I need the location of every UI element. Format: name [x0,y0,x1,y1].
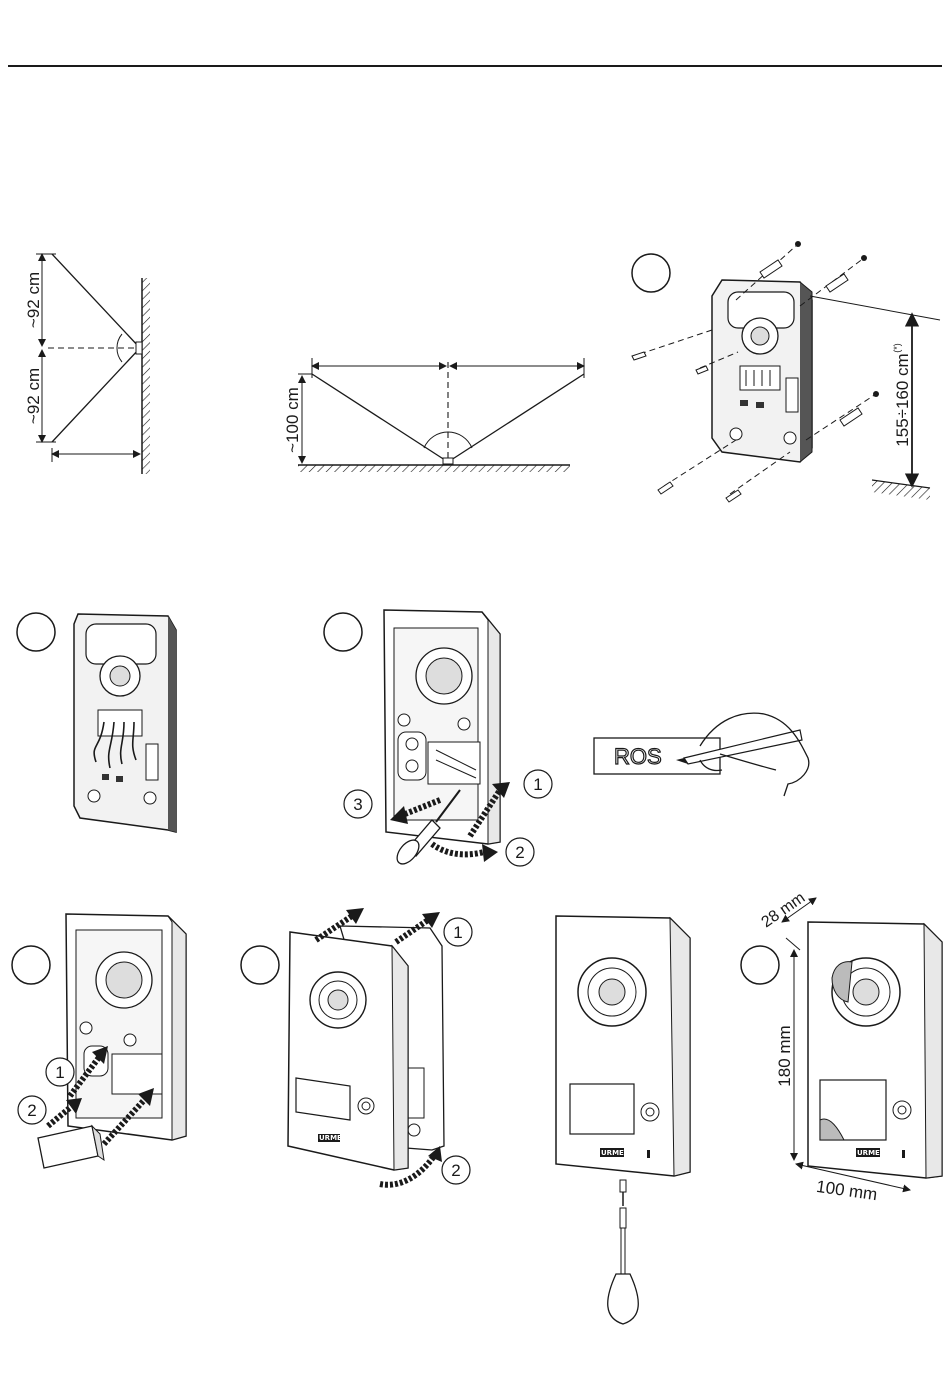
upper-height-label: ~92 cm [24,272,43,328]
step-circle-a [632,254,670,292]
step-number-2-b: 2 [27,1101,36,1120]
step-number-1-b: 1 [55,1063,64,1082]
brand-logo-a: URMET [319,1134,347,1142]
vertical-view-angle-figure: ~92 cm ~92 cm [24,254,150,474]
height-label: 180 mm [775,1025,794,1086]
nameplate-writing-figure: ROS [594,713,809,796]
front-panel-hinge-figure: URMET 1 2 [241,908,472,1185]
nameplate-removal-figure: 1 3 2 [324,610,552,868]
horizontal-view-angle-figure: ~100 cm [283,358,584,472]
step-circle-b [17,613,55,651]
closing-screw-figure: URMET [556,916,690,1324]
step-number-3: 3 [353,795,362,814]
wall-mount-figure: 155÷160 cm (*) [632,241,940,502]
dimensions-figure: URMET 28 mm 180 mm 100 mm [741,889,942,1204]
mount-height-label: 155÷160 cm [893,353,912,446]
step-circle-d [12,946,50,984]
step-number-2-a: 2 [515,843,524,862]
step-number-2-c: 2 [451,1161,460,1180]
step-number-1-c: 1 [453,923,462,942]
lower-height-label: ~92 cm [24,368,43,424]
step-circle-e [241,946,279,984]
brand-logo-c: URMET [857,1149,885,1157]
brand-logo-b: URMET [601,1149,629,1157]
step-circle-c [324,613,362,651]
depth-label: 28 mm [759,889,809,931]
step-circle-f [741,946,779,984]
floor-height-label: ~100 cm [283,387,302,453]
mount-height-note: (*) [892,343,902,353]
step-number-1-a: 1 [533,775,542,794]
wiring-figure [17,613,176,832]
nameplate-insert-figure: 1 2 [12,914,186,1168]
nameplate-text: ROS [614,744,662,769]
